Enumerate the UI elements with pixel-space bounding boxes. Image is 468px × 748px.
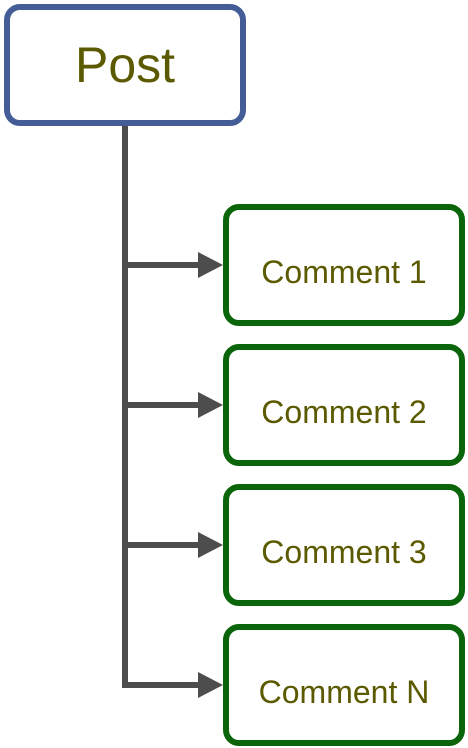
post-node: Post — [4, 4, 246, 126]
post-label: Post — [74, 37, 176, 93]
branch-arrow-4 — [122, 672, 223, 698]
comment-node-n: Comment N — [223, 624, 465, 746]
comment-label-3: Comment 3 — [261, 533, 427, 570]
branch-arrow-3 — [125, 532, 223, 558]
comment-label-2: Comment 2 — [261, 393, 427, 430]
comment-label-n: Comment N — [258, 673, 430, 710]
comment-label-1: Comment 1 — [261, 253, 427, 290]
comment-node-1: Comment 1 — [223, 204, 465, 326]
comment-node-3: Comment 3 — [223, 484, 465, 606]
comment-node-2: Comment 2 — [223, 344, 465, 466]
branch-arrow-1 — [125, 252, 223, 278]
branch-arrow-2 — [125, 392, 223, 418]
